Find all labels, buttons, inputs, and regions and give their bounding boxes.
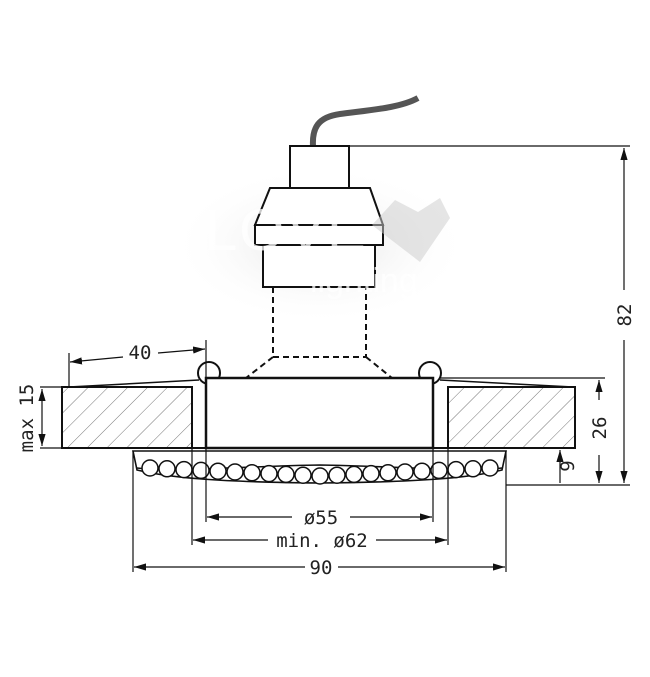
crystal-bead — [158, 460, 176, 478]
crystal-bead — [447, 460, 465, 479]
crystal-bead — [226, 463, 244, 481]
crystal-bead — [175, 460, 193, 479]
dim-max-ceiling: max 15 — [16, 384, 38, 453]
crystal-bead — [362, 464, 380, 483]
ceiling-right — [447, 386, 576, 449]
watermark-logo: LOVE lighting — [205, 198, 450, 300]
dim-housing-diameter: ø55 — [304, 507, 338, 529]
crystal-bead — [413, 462, 431, 480]
crystal-bead — [430, 461, 448, 480]
crystal-bead — [192, 461, 210, 480]
svg-text:LOVE: LOVE — [205, 198, 368, 263]
spring-clips — [68, 361, 574, 388]
cable — [309, 95, 420, 147]
crystal-bead — [294, 466, 312, 484]
crystal-bead — [141, 459, 159, 477]
lamp-outline — [245, 287, 393, 379]
crystal-bead — [396, 463, 414, 481]
dim-cutout-diameter: min. ø62 — [276, 530, 368, 552]
crystal-bead — [481, 459, 499, 477]
crystal-bead — [260, 464, 278, 483]
svg-text:lighting: lighting — [310, 262, 418, 300]
dim-visible-height: 26 — [589, 417, 611, 440]
dim-total-height: 82 — [614, 304, 636, 327]
crystal-bead — [311, 467, 329, 485]
crystal-bead — [243, 464, 261, 482]
crystal-bead — [328, 466, 346, 484]
crystal-bead — [464, 460, 482, 478]
socket — [253, 145, 385, 288]
dim-trim-height: 9 — [557, 460, 579, 471]
crystal-bead — [379, 464, 397, 482]
housing — [204, 376, 435, 450]
dim-outer-diameter: 90 — [310, 557, 333, 579]
ceiling-left — [61, 386, 193, 449]
crystal-bead — [209, 462, 227, 480]
crystal-beads — [141, 459, 499, 485]
crystal-bead — [345, 465, 363, 484]
dim-flange-width: 40 — [129, 342, 152, 364]
crystal-bead — [277, 465, 295, 484]
dimension-lines — [38, 145, 630, 572]
